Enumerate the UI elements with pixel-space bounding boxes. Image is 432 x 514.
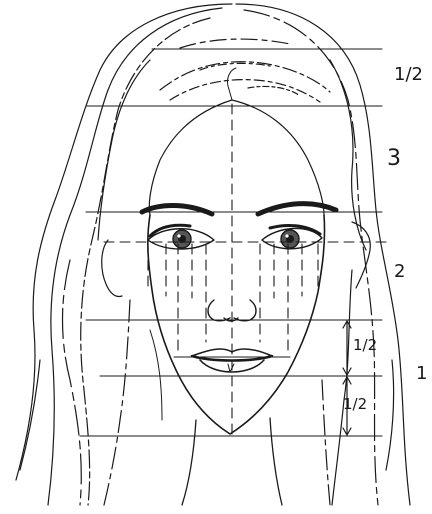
label-forehead: 3 [387,148,401,170]
label-lip-lower: 1/2 [343,397,367,412]
dimension-arrows [343,321,351,435]
label-lip-upper: 1/2 [353,338,377,353]
dashed-guides [104,104,386,434]
label-nose: 2 [394,263,405,281]
label-forehead-top: 1/2 [394,66,423,84]
hair-icon [16,4,410,505]
label-mouth-chin: 1 [416,365,427,383]
eyes-icon [148,225,322,249]
